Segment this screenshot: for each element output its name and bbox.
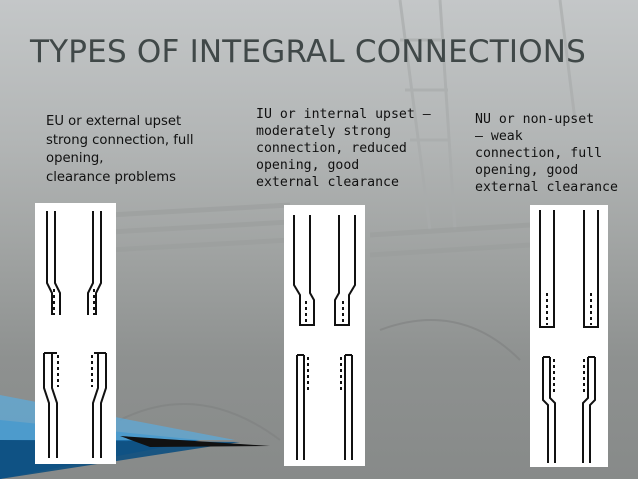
nu-caption: NU or non-upset – weak connection, full … [475,112,618,195]
internal-upset-connection-icon [293,215,356,460]
slide-title: TYPES OF INTEGRAL CONNECTIONS [30,34,587,70]
eu-caption: EU or external upset strong connection, … [46,114,194,186]
external-upset-connection-icon [43,211,107,458]
non-upset-connection-diagram [530,205,608,467]
internal-upset-connection-diagram [284,205,365,466]
external-upset-connection-diagram [35,203,116,464]
non-upset-connection-icon [539,210,599,463]
iu-caption: IU or internal upset – moderately strong… [256,107,431,190]
